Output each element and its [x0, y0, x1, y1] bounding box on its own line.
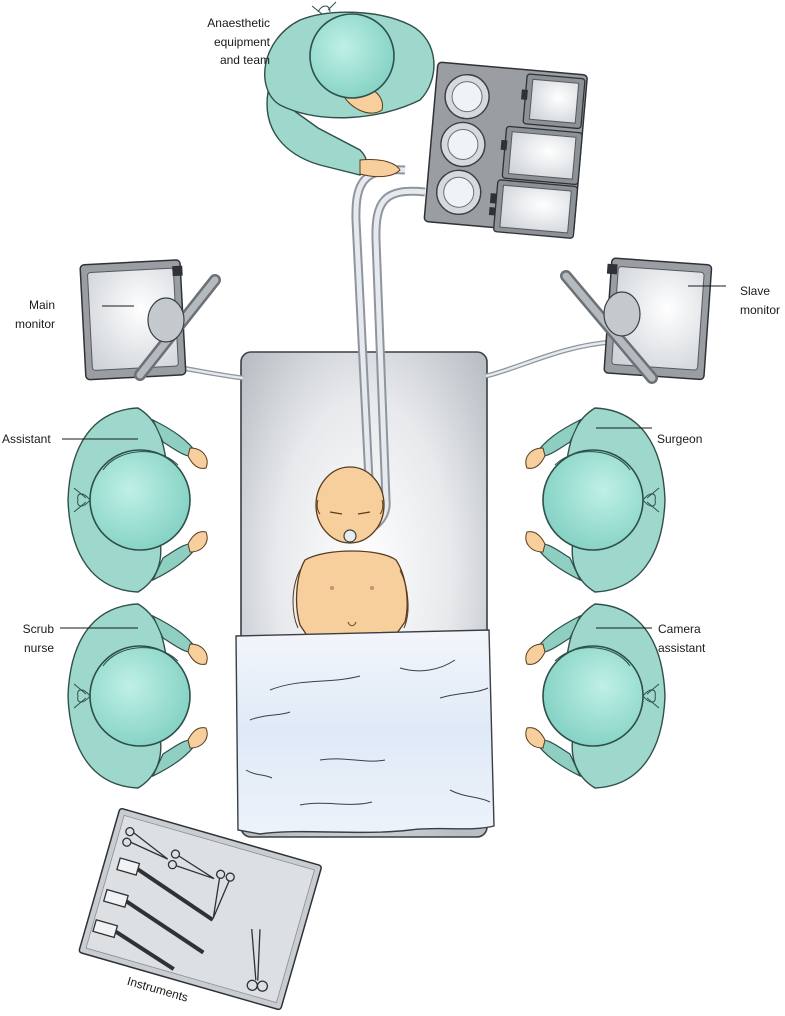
main-monitor	[79, 259, 221, 381]
label-camera-assistant: Camera assistant	[658, 622, 706, 655]
label-anaesthetic-equipment: Anaesthetic equipment and team	[207, 16, 270, 68]
patient-infant	[292, 466, 409, 641]
label-scrub-nurse: Scrub nurse	[22, 622, 54, 655]
slave-monitor	[560, 257, 713, 384]
label-assistant: Assistant	[2, 432, 51, 446]
instrument-tray	[78, 807, 322, 1011]
anaesthetist-figure	[264, 1, 435, 178]
surgeon-figure	[525, 407, 666, 593]
surgical-drape	[235, 629, 495, 835]
label-leader-lines	[60, 285, 726, 629]
label-surgeon: Surgeon	[657, 432, 703, 446]
label-main-monitor: Main monitor	[14, 298, 55, 331]
anaesthetic-machine	[423, 61, 588, 239]
label-slave-monitor: Slave monitor	[740, 284, 781, 317]
camera-assistant-figure	[525, 603, 666, 789]
scrub-nurse-figure	[67, 603, 208, 789]
assistant-figure	[67, 407, 208, 593]
